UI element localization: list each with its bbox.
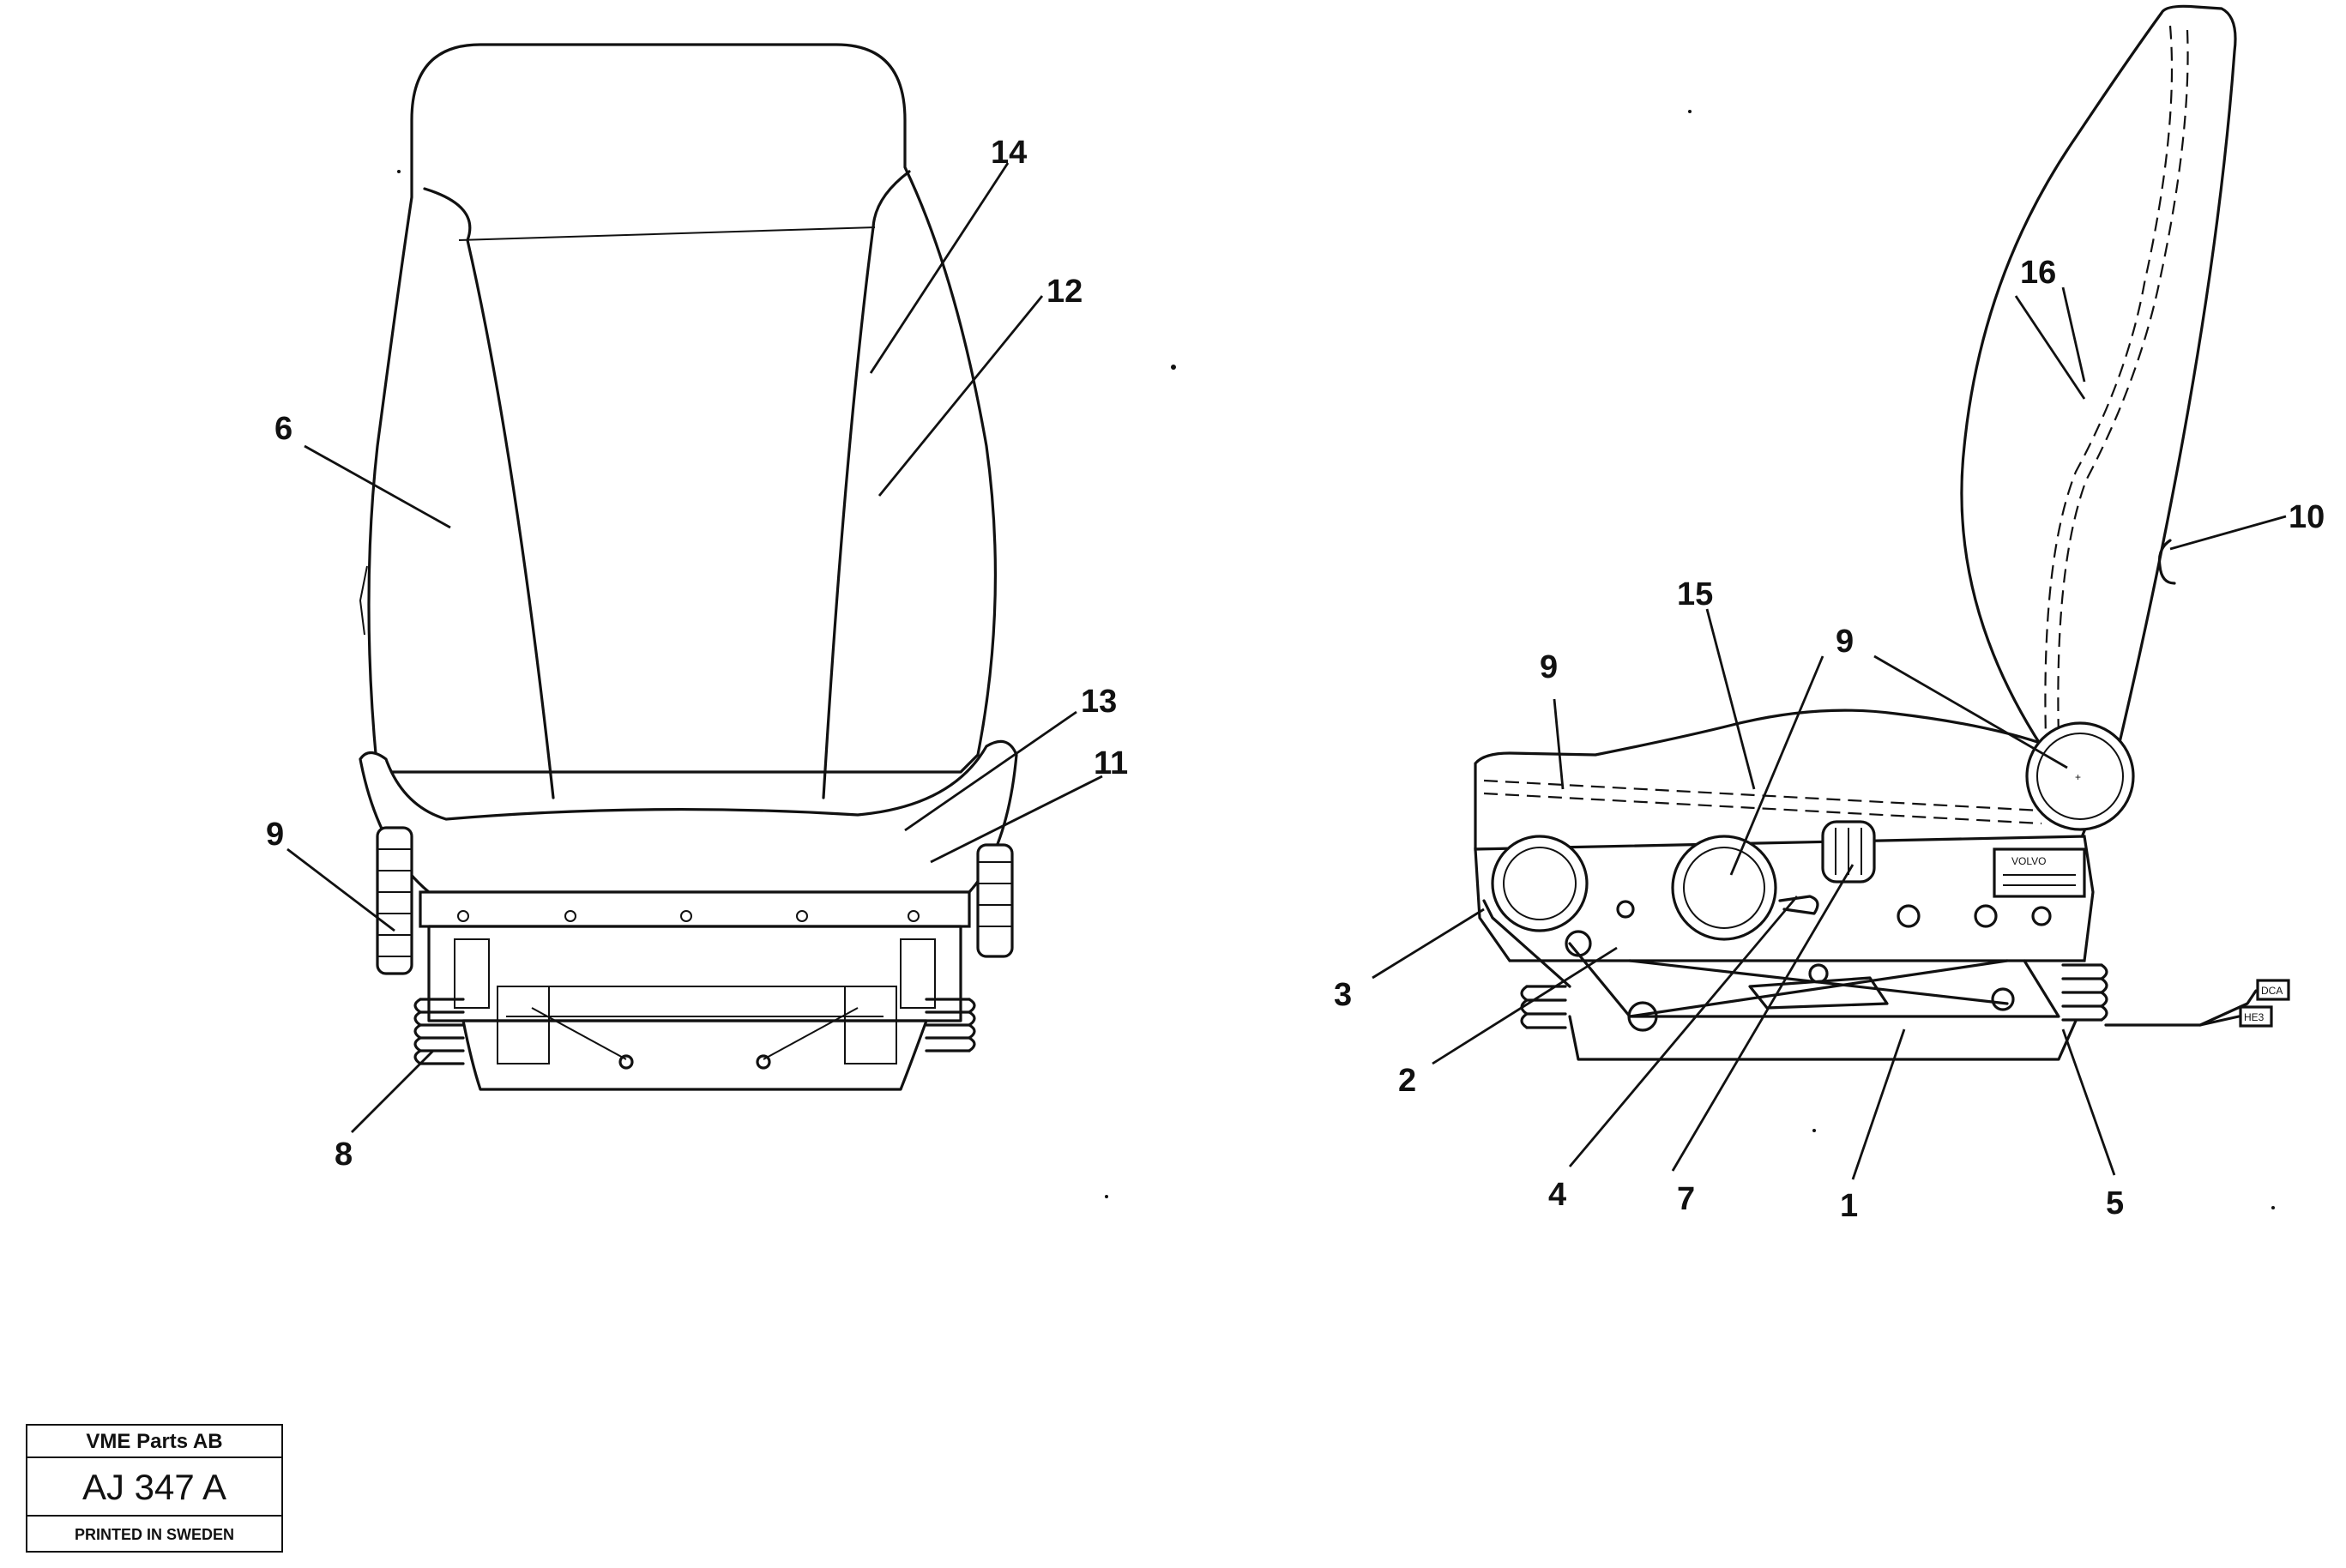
side-info-plate: VOLVO (1993, 847, 2086, 898)
side-scissor-mechanism (1565, 930, 2060, 1032)
callout-15: 15 (1677, 576, 1713, 612)
leader-2 (1432, 946, 1618, 1065)
leader-9-right (1873, 654, 2068, 769)
callout-14: 14 (991, 135, 1027, 171)
callout-11: 11 (1094, 745, 1128, 781)
front-seat-front-bar (419, 890, 971, 928)
leader-15 (1705, 608, 1756, 790)
leader-9-front (286, 847, 395, 932)
side-screw (1897, 904, 1921, 928)
leader-9-middle (1729, 655, 1824, 876)
front-left-knob (376, 826, 413, 975)
callout-9-left: 9 (1540, 649, 1558, 685)
callout-8: 8 (335, 1137, 353, 1173)
callout-6: 6 (274, 411, 292, 447)
leader-12 (877, 295, 1044, 497)
callout-3: 3 (1334, 977, 1352, 1013)
title-block-company: VME Parts AB (27, 1426, 281, 1458)
side-right-bellows (2061, 963, 2108, 1022)
side-screw (2031, 906, 2052, 926)
front-base (461, 1019, 928, 1091)
plate-brand: VOLVO (2011, 855, 2046, 867)
side-front-knob (1491, 835, 1589, 932)
front-right-knob (976, 843, 1014, 958)
leader-6 (304, 444, 451, 529)
side-seat-cushion (1474, 709, 2091, 851)
leader-4 (1568, 896, 1799, 1167)
front-seat-cushion (359, 739, 1018, 894)
leader-lines (286, 162, 2287, 1180)
callout-10: 10 (2289, 499, 2325, 535)
title-block-printed: PRINTED IN SWEDEN (74, 1526, 234, 1543)
front-right-bellows (925, 998, 976, 1052)
leader-5 (2061, 1028, 2116, 1176)
callout-16: 16 (2020, 255, 2056, 291)
front-backrest-right-seam (822, 170, 911, 799)
leader-8 (351, 1050, 434, 1133)
callout-5: 5 (2106, 1185, 2124, 1221)
leader-9-left (1553, 698, 1565, 790)
leader-3 (1372, 908, 1485, 980)
side-middle-knob (1671, 835, 1777, 941)
callout-9-front: 9 (266, 817, 284, 853)
title-block: VME Parts AB AJ 347 A PRINTED IN SWEDEN (26, 1424, 283, 1553)
side-cable-connectors: DCA HE3 (2104, 979, 2290, 1028)
leader-7 (1671, 864, 1854, 1172)
callout-1: 1 (1840, 1188, 1858, 1224)
front-left-bellows (413, 998, 465, 1065)
front-side-knob (359, 565, 368, 636)
connector-b-label: HE3 (2244, 1011, 2265, 1023)
callout-13: 13 (1081, 684, 1117, 720)
callout-2: 2 (1398, 1063, 1416, 1099)
side-screw (1616, 900, 1635, 919)
side-backrest-inner-dashed (2044, 25, 2174, 739)
front-suspension (427, 925, 962, 1070)
callout-numbers: 14 12 6 13 11 9 8 16 10 15 9 9 3 2 4 7 1… (266, 135, 2325, 1224)
side-front-hinge (1482, 899, 1571, 988)
front-backrest-center-panel (423, 187, 555, 799)
leader-16 (2014, 295, 2086, 400)
front-backrest (367, 43, 997, 774)
svg-text:+: + (2075, 771, 2081, 783)
callout-12: 12 (1046, 274, 1083, 310)
connector-a-label: DCA (2261, 985, 2283, 997)
side-lever (1778, 895, 1819, 915)
side-view-seat: + VOLVO (1474, 4, 2290, 1061)
side-screw (1974, 904, 1998, 928)
front-headrest-line (458, 226, 876, 241)
callout-9-right: 9 (1836, 624, 1854, 660)
leader-11 (930, 775, 1103, 864)
side-recline-wheel (2025, 721, 2135, 831)
side-grip-handle (1821, 820, 1876, 884)
leader-14 (869, 162, 1010, 374)
leader-16-a (2061, 286, 2086, 383)
leader-13 (904, 710, 1077, 832)
leader-10 (2169, 515, 2287, 551)
scan-dots (397, 110, 2275, 1209)
side-backrest (1960, 4, 2237, 748)
front-view-seat (359, 43, 1018, 1091)
leader-1 (1851, 1028, 1906, 1180)
callout-7: 7 (1677, 1181, 1695, 1217)
callout-4: 4 (1548, 1177, 1566, 1213)
side-housing (1474, 835, 2095, 962)
side-cushion-dashed (1483, 779, 2042, 812)
front-bar-holes (457, 910, 920, 922)
side-recline-knob (2157, 539, 2176, 585)
side-base (1568, 1015, 2078, 1061)
title-block-number: AJ 347 A (27, 1458, 281, 1517)
